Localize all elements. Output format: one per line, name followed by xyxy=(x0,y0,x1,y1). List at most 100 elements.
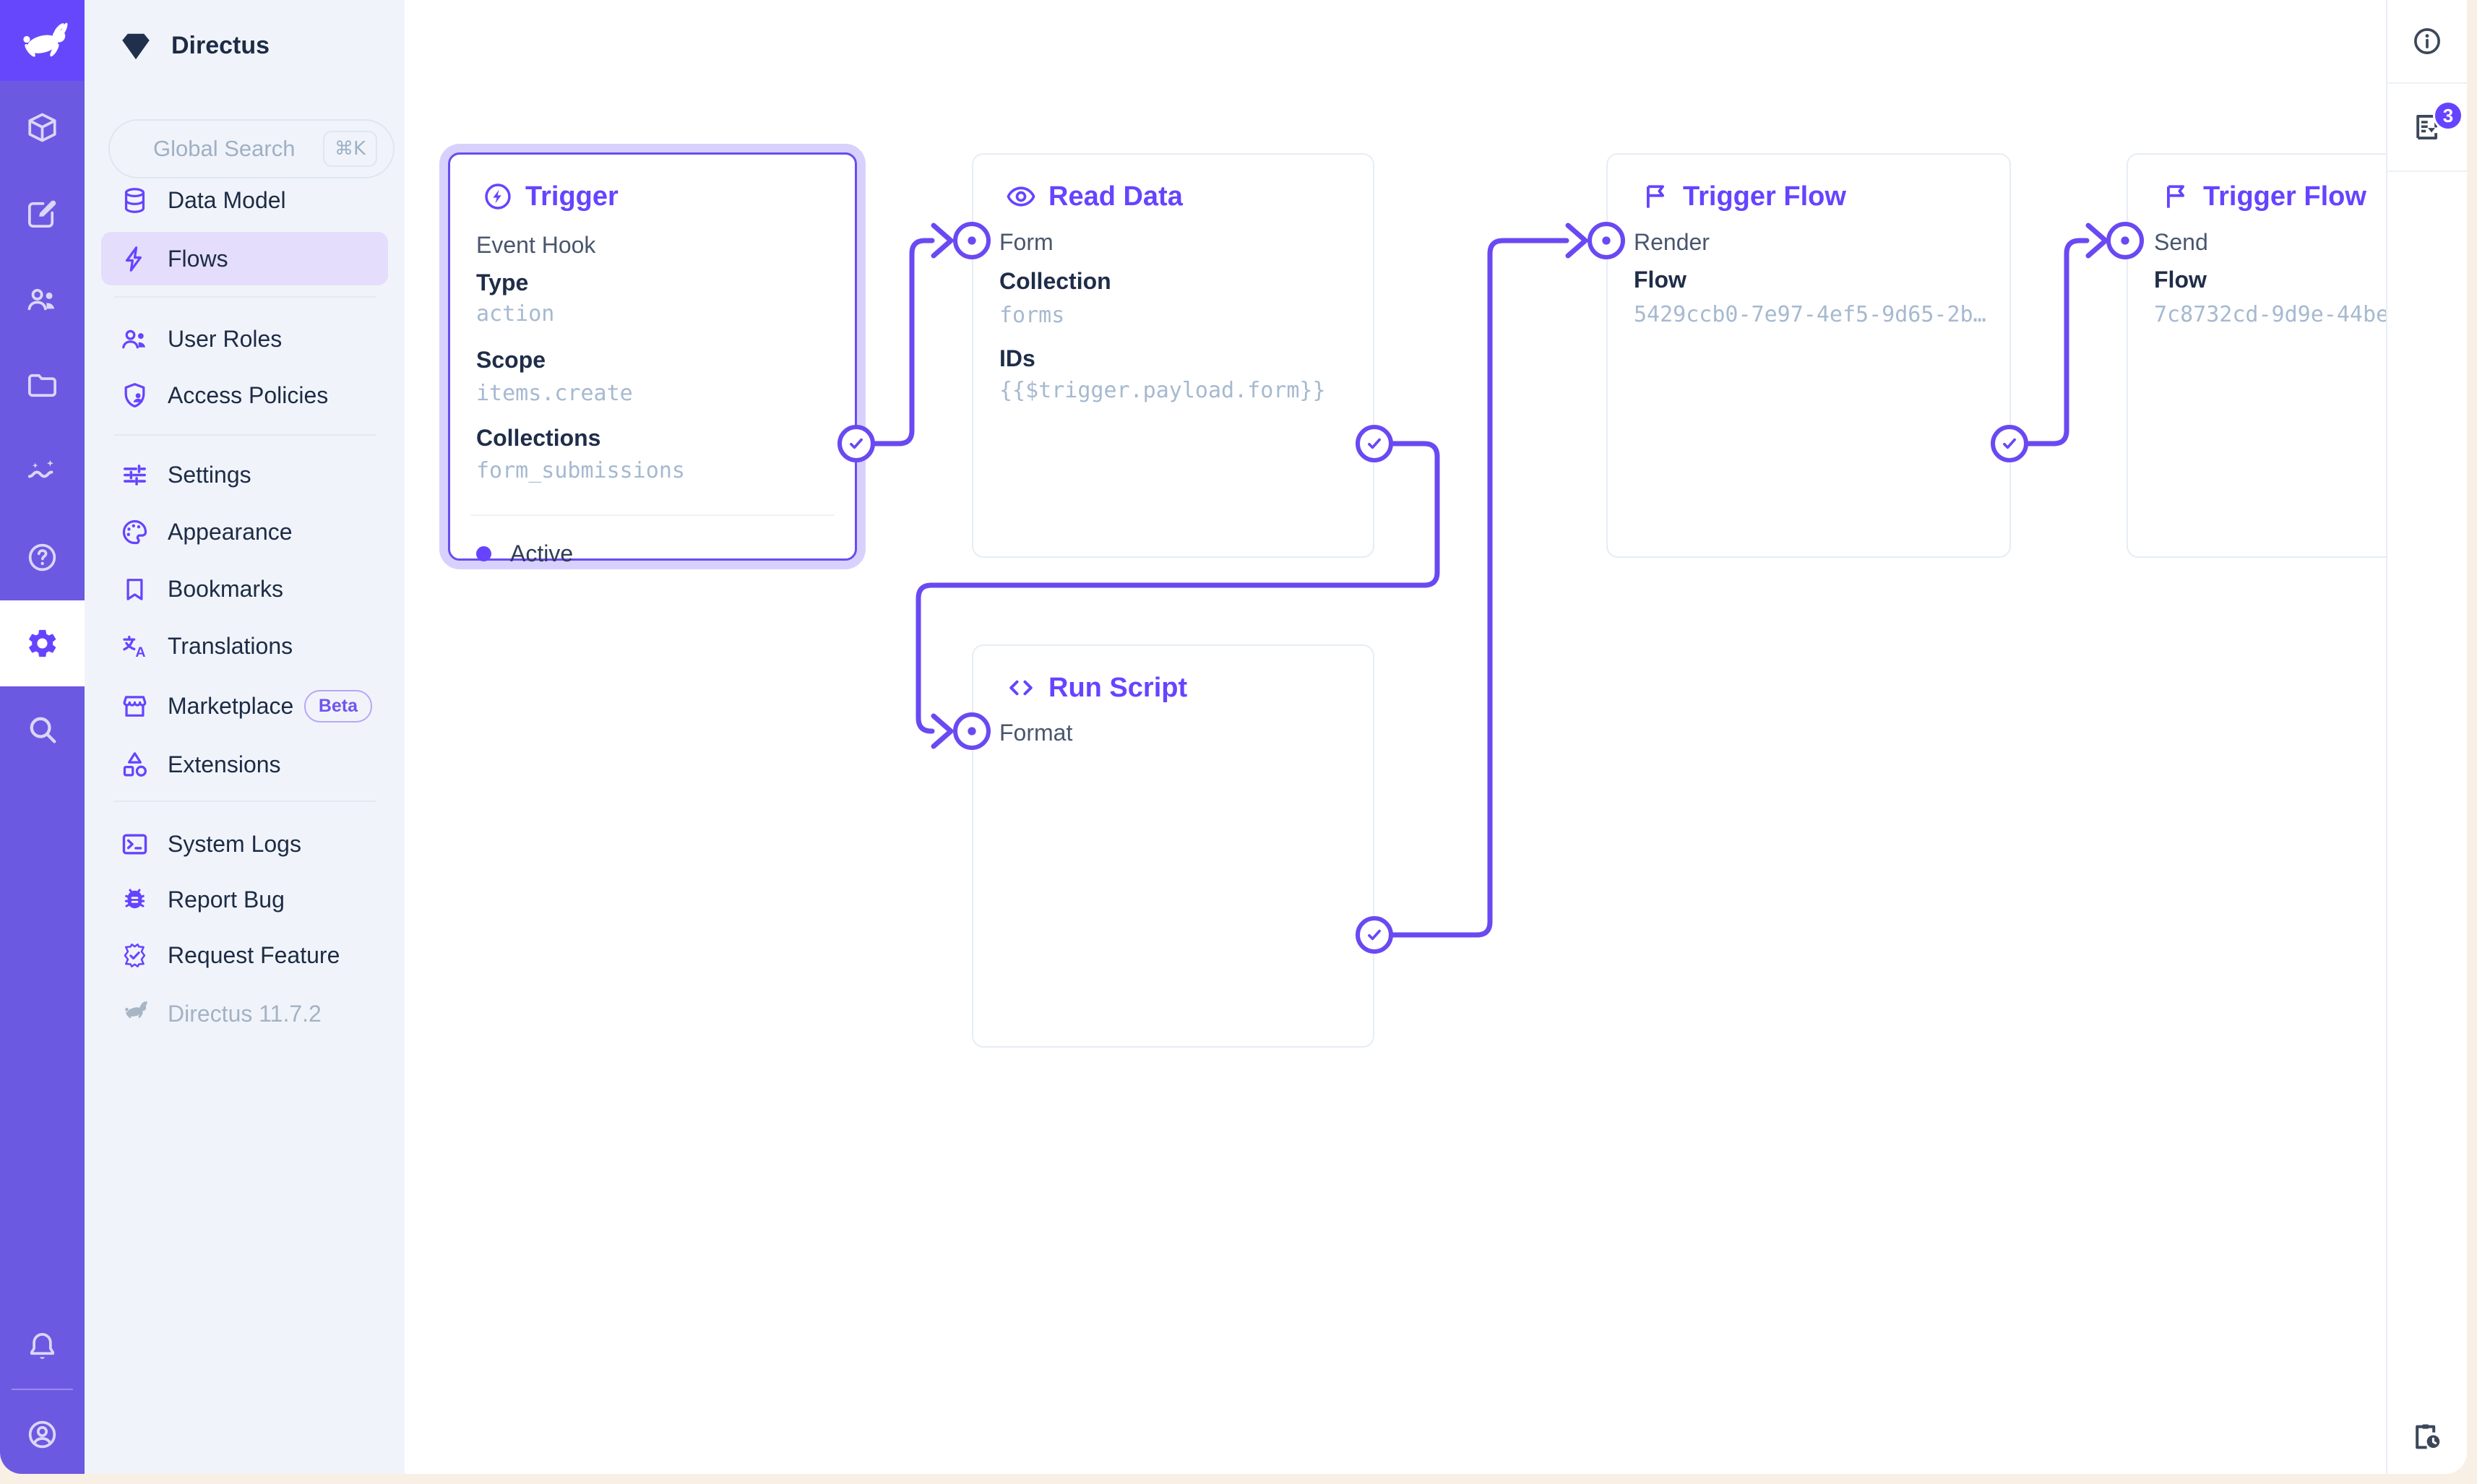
notices-count-badge: 3 xyxy=(2433,100,2463,131)
beta-badge: Beta xyxy=(303,689,372,722)
field-value: action xyxy=(476,301,555,327)
users-icon xyxy=(25,282,59,316)
people-icon xyxy=(120,324,150,354)
shapes-icon xyxy=(120,750,150,780)
version-row: Directus 11.7.2 xyxy=(101,987,388,1040)
notifications-button[interactable] xyxy=(0,1303,85,1389)
sidebar-item-user-roles[interactable]: User Roles xyxy=(101,312,388,366)
trigger-status-row: Active xyxy=(476,539,573,568)
input-connector-trigger-flow-render[interactable] xyxy=(1588,222,1625,259)
field-value: form_submissions xyxy=(476,457,685,483)
module-editor[interactable] xyxy=(0,171,85,256)
panel-trigger-flow-title: Trigger Flow xyxy=(1640,181,1846,212)
field-value: forms xyxy=(999,302,1065,328)
output-connector-trigger-flow-render[interactable] xyxy=(1991,425,2028,462)
database-icon xyxy=(120,186,150,215)
gear-icon xyxy=(25,626,59,660)
project-gem-icon xyxy=(118,27,154,64)
field-value: 7c8732cd-9d9e-44be xyxy=(2154,301,2390,327)
flag-icon xyxy=(1640,181,1671,212)
divider xyxy=(12,1389,73,1390)
panel-trigger[interactable]: Trigger Event Hook Type action Scope ite… xyxy=(448,152,857,566)
sidebar-item-appearance[interactable]: Appearance xyxy=(101,505,388,558)
active-status-dot xyxy=(476,545,491,561)
account-icon xyxy=(25,1418,59,1451)
sidebar-item-bookmarks[interactable]: Bookmarks xyxy=(101,562,388,616)
translate-icon xyxy=(120,631,150,661)
sidebar-item-settings[interactable]: Settings xyxy=(101,448,388,501)
input-connector-run-script[interactable] xyxy=(953,712,991,750)
box-icon xyxy=(25,111,59,144)
module-insights[interactable] xyxy=(0,428,85,514)
bolt-icon xyxy=(120,244,150,274)
search-shortcut-badge: ⌘K xyxy=(322,131,377,167)
sidebar-item-access-policies[interactable]: Access Policies xyxy=(101,368,388,422)
info-icon xyxy=(2411,25,2443,57)
input-connector-read-data[interactable] xyxy=(953,222,991,259)
project-row[interactable]: Directus xyxy=(118,22,270,69)
directus-logo[interactable] xyxy=(0,0,85,81)
output-connector-read-data[interactable] xyxy=(1356,425,1393,462)
output-connector-trigger[interactable] xyxy=(837,425,875,462)
dot-icon xyxy=(1594,228,1619,253)
module-help[interactable] xyxy=(0,514,85,600)
bookmark-icon xyxy=(120,574,150,604)
search-icon xyxy=(25,712,59,746)
sidebar-item-report-bug[interactable]: Report Bug xyxy=(101,873,388,926)
module-settings[interactable] xyxy=(0,600,85,686)
sidebar-item-flows[interactable]: Flows xyxy=(101,232,388,285)
dot-icon xyxy=(2113,228,2137,253)
panel-run-script[interactable]: Run Script Format xyxy=(972,644,1374,1048)
sidebar-item-extensions[interactable]: Extensions xyxy=(101,738,388,791)
panel-run-script-title: Run Script xyxy=(1005,672,1187,704)
operation-name: Send xyxy=(2154,228,2208,255)
account-button[interactable] xyxy=(0,1392,85,1474)
input-connector-trigger-flow-send[interactable] xyxy=(2106,222,2144,259)
sidebar-item-data-model[interactable]: Data Model xyxy=(101,173,388,227)
shield-person-icon xyxy=(120,381,150,410)
trigger-subtitle: Event Hook xyxy=(476,231,596,258)
tune-icon xyxy=(120,460,150,490)
folder-icon xyxy=(25,368,59,402)
bolt-circle-icon xyxy=(482,181,514,212)
search-placeholder: Global Search xyxy=(153,136,296,161)
global-search-input[interactable]: Global Search ⌘K xyxy=(108,119,395,178)
terminal-icon xyxy=(120,829,150,859)
pending-actions-button[interactable] xyxy=(2387,1407,2467,1465)
field-label: Flow xyxy=(2154,266,2207,293)
notices-button[interactable] xyxy=(2387,84,2467,172)
bell-icon xyxy=(25,1329,59,1363)
sidebar-item-request-feature[interactable]: Request Feature xyxy=(101,928,388,982)
project-name: Directus xyxy=(171,31,270,59)
sidebar-item-system-logs[interactable]: System Logs xyxy=(101,817,388,871)
operation-name: Format xyxy=(999,719,1073,746)
panel-read-data[interactable]: Read Data Form Collection forms IDs {{$t… xyxy=(972,153,1374,558)
bug-icon xyxy=(120,885,150,915)
panel-trigger-title: Trigger xyxy=(482,181,619,212)
panel-trigger-flow-render[interactable]: Trigger Flow Render Flow 5429ccb0-7e97-4… xyxy=(1606,153,2011,558)
divider xyxy=(114,434,376,436)
dot-icon xyxy=(960,719,984,743)
module-bar xyxy=(0,0,85,1474)
field-label: IDs xyxy=(999,345,1035,371)
panel-trigger-flow-title: Trigger Flow xyxy=(2160,181,2366,212)
field-label: Collection xyxy=(999,267,1111,294)
module-search[interactable] xyxy=(0,686,85,772)
module-content[interactable] xyxy=(0,85,85,171)
directus-rabbit-icon xyxy=(120,999,150,1029)
module-users[interactable] xyxy=(0,256,85,342)
storefront-icon xyxy=(120,691,150,721)
sidebar-item-marketplace[interactable]: Marketplace Beta xyxy=(101,679,388,733)
check-icon xyxy=(1362,923,1387,947)
field-value: 5429ccb0-7e97-4ef5-9d65-2b… xyxy=(1634,301,1986,327)
module-files[interactable] xyxy=(0,342,85,428)
sidebar-item-translations[interactable]: Translations xyxy=(101,619,388,673)
flag-icon xyxy=(2160,181,2192,212)
edit-icon xyxy=(25,197,59,230)
info-button[interactable] xyxy=(2387,0,2467,84)
palette-icon xyxy=(120,517,150,547)
check-icon xyxy=(844,431,869,456)
output-connector-run-script[interactable] xyxy=(1356,916,1393,954)
divider xyxy=(114,801,376,802)
